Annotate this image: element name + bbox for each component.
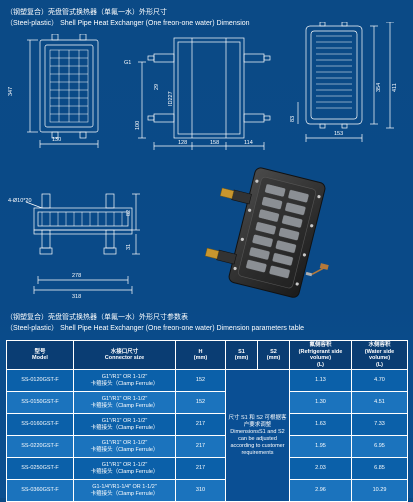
header-h: H(mm) bbox=[175, 340, 226, 370]
header-water-volume: 水侧容积(Water side volume)(L) bbox=[351, 340, 408, 370]
cell-water-volume: 6.95 bbox=[351, 435, 408, 458]
cell-model: SS-0220GST-F bbox=[6, 435, 74, 458]
header-s1: S1(mm) bbox=[225, 340, 258, 370]
cell-h: 217 bbox=[175, 457, 226, 480]
side-view-drawing bbox=[138, 37, 271, 150]
header-s2: S2(mm) bbox=[257, 340, 290, 370]
right-view-drawing bbox=[297, 22, 394, 142]
dim-29-label: 29 bbox=[154, 83, 160, 90]
cell-connector: G1"/R1" OR 1-1/2"卡箍接头（Clamp Ferrule） bbox=[73, 413, 176, 436]
dim-278-label: 278 bbox=[72, 273, 82, 279]
cell-refrigerant-volume: 1.13 bbox=[289, 369, 352, 392]
table-row: SS-0220GST-F G1"/R1" OR 1-1/2"卡箍接头（Clamp… bbox=[6, 435, 408, 458]
table-row: SS-0160GST-F G1"/R1" OR 1-1/2"卡箍接头（Clamp… bbox=[6, 413, 408, 436]
cell-connector: G1"/R1" OR 1-1/2"卡箍接头（Clamp Ferrule） bbox=[73, 391, 176, 414]
cell-model: SS-0160GST-F bbox=[6, 413, 74, 436]
heat-exchanger-product-image bbox=[204, 167, 329, 298]
table-row: SS-0250GST-F G1"/R1" OR 1-1/2"卡箍接头（Clamp… bbox=[6, 457, 408, 480]
cell-water-volume: 10.29 bbox=[351, 479, 408, 502]
cell-refrigerant-volume: 2.03 bbox=[289, 457, 352, 480]
header-refrigerant-volume: 氟侧容积(Refrigerant side volume)(L) bbox=[289, 340, 352, 370]
dim-318-label: 318 bbox=[72, 294, 82, 300]
cell-refrigerant-volume: 2.96 bbox=[289, 479, 352, 502]
param-title-en: （Steel-plastic） Shell Pipe Heat Exchange… bbox=[6, 325, 305, 332]
cell-water-volume: 4.51 bbox=[351, 391, 408, 414]
cell-refrigerant-volume: 1.30 bbox=[289, 391, 352, 414]
table-row: SS-0360GST-F G1-1/4"/R1-1/4" OR 1-1/2"卡箍… bbox=[6, 479, 408, 502]
cell-model: SS-0360GST-F bbox=[6, 479, 74, 502]
dim-347-label: 347 bbox=[8, 86, 14, 96]
dim-bolt-label: 4-Ø10*20 bbox=[8, 198, 32, 204]
cell-model: SS-0120GST-F bbox=[6, 369, 74, 392]
dim-158-label: 158 bbox=[210, 140, 220, 146]
dimension-title-en: （Steel-plastic） Shell Pipe Heat Exchange… bbox=[6, 20, 250, 27]
dim-411-label: 411 bbox=[392, 83, 398, 92]
dim-100-label: 100 bbox=[135, 120, 141, 130]
cell-h: 217 bbox=[175, 413, 226, 436]
cell-connector: G1"/R1" OR 1-1/2"卡箍接头（Clamp Ferrule） bbox=[73, 457, 176, 480]
front-view-drawing bbox=[27, 34, 99, 148]
cell-water-volume: 4.70 bbox=[351, 369, 408, 392]
table-row: SS-0120GST-F G1"/R1" OR 1-1/2"卡箍接头（Clamp… bbox=[6, 369, 408, 502]
cell-refrigerant-volume: 1.63 bbox=[289, 413, 352, 436]
cell-h: 152 bbox=[175, 369, 226, 392]
table-row: SS-0150GST-F G1"/R1" OR 1-1/2"卡箍接头（Clamp… bbox=[6, 391, 408, 414]
cell-h: 217 bbox=[175, 435, 226, 458]
cell-refrigerant-volume: 1.95 bbox=[289, 435, 352, 458]
dim-g1-label: G1 bbox=[124, 60, 132, 66]
dim-130-label: 130 bbox=[52, 137, 62, 143]
dim-354-label: 354 bbox=[376, 82, 382, 92]
dim-31-label: 31 bbox=[126, 243, 132, 250]
dim-153-label: 153 bbox=[334, 131, 344, 137]
dim-114-label: 114 bbox=[244, 140, 253, 146]
cell-connector: G1-1/4"/R1-1/4" OR 1-1/2"卡箍接头（Clamp Ferr… bbox=[73, 479, 176, 502]
cell-model: SS-0150GST-F bbox=[6, 391, 74, 414]
cell-connector: G1"/R1" OR 1-1/2"卡箍接头（Clamp Ferrule） bbox=[73, 435, 176, 458]
cell-h: 152 bbox=[175, 391, 226, 414]
dim-227-label: ID227 bbox=[168, 91, 174, 106]
cell-water-volume: 7.33 bbox=[351, 413, 408, 436]
dim-83-label: 83 bbox=[290, 115, 296, 122]
cell-water-volume: 6.85 bbox=[351, 457, 408, 480]
cell-model: SS-0250GST-F bbox=[6, 457, 74, 480]
dimension-title-cn: （钢塑复合）壳盘管式换热器（单氟一水）外形尺寸 bbox=[6, 9, 167, 16]
cell-connector: G1"/R1" OR 1-1/2"卡箍接头（Clamp Ferrule） bbox=[73, 369, 176, 392]
cell-s1-s2-note: 尺寸 S1 和 S2 可根据客户要求调整 DimensionsS1 and S2… bbox=[225, 369, 290, 502]
bottom-view-drawing bbox=[25, 193, 140, 294]
dim-128-label: 128 bbox=[178, 140, 188, 146]
param-title-cn: （钢塑复合）壳盘管式换热器（单氟一水）外形尺寸参数表 bbox=[6, 314, 188, 321]
cell-h: 310 bbox=[175, 479, 226, 502]
dim-82-label: 82 bbox=[126, 209, 132, 216]
